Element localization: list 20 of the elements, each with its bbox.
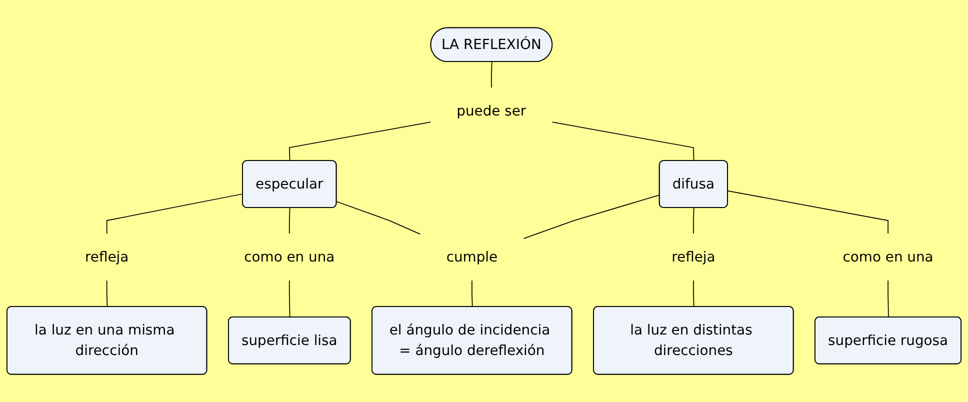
node-text: puede ser xyxy=(456,102,526,119)
connector xyxy=(490,62,492,88)
connector xyxy=(106,193,244,234)
connector xyxy=(288,208,290,234)
connector xyxy=(693,280,694,308)
node-text: refleja xyxy=(672,248,716,265)
node-text: como en una xyxy=(244,248,335,265)
node-text: cumple xyxy=(446,248,498,265)
connector xyxy=(693,208,694,234)
connector xyxy=(523,194,660,239)
connector xyxy=(888,280,889,318)
connector xyxy=(336,201,421,235)
connector xyxy=(472,280,473,308)
connector xyxy=(552,122,694,162)
connector xyxy=(106,280,108,308)
node-text: como en una xyxy=(842,248,934,265)
connector xyxy=(288,122,432,162)
node-text: refleja xyxy=(85,248,129,265)
connector xyxy=(728,190,888,234)
connector xyxy=(288,280,290,318)
